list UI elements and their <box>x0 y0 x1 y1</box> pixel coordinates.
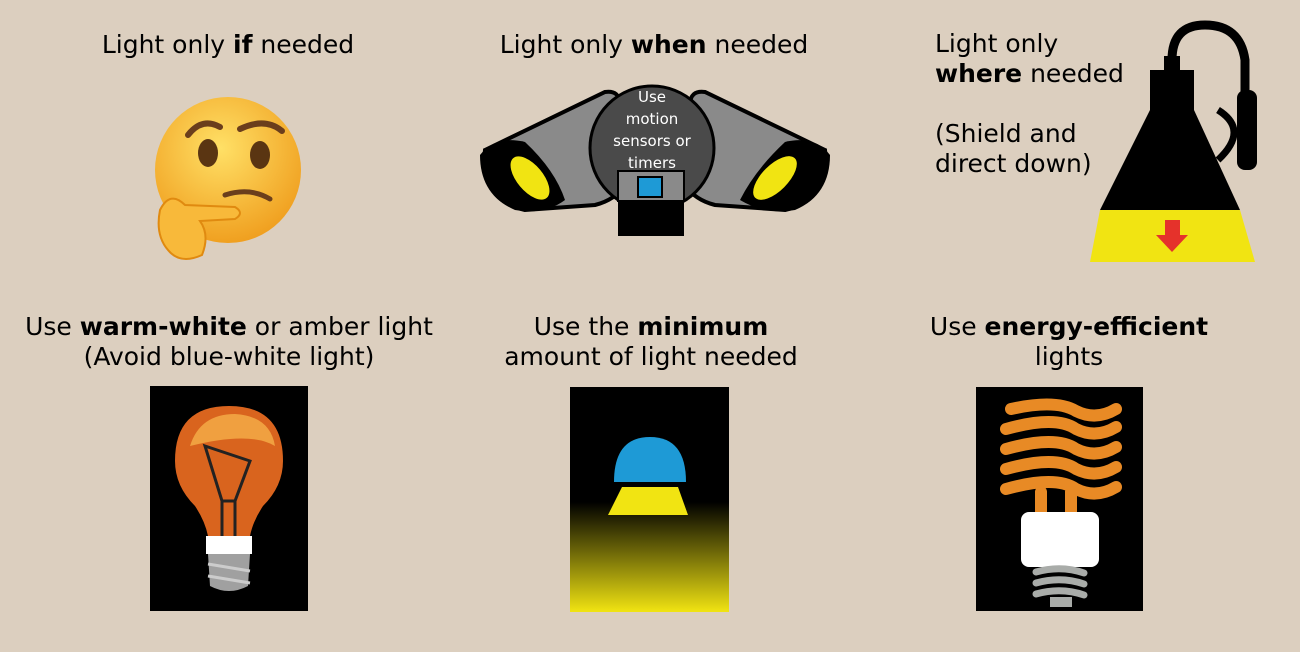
caption-warm-white: Use warm-white or amber light (Avoid blu… <box>25 312 433 372</box>
sensor-text-line: Use <box>637 88 667 106</box>
caption-note: (Shield and <box>935 119 1077 148</box>
caption-text: Use <box>929 312 985 341</box>
caption-text: or amber light <box>246 312 433 341</box>
caption-text: needed <box>252 30 355 59</box>
amber-incandescent-bulb-icon <box>150 386 308 611</box>
shielded-wall-lamp-icon <box>1090 20 1257 262</box>
cfl-bulb-icon <box>976 387 1143 611</box>
caption-text: amount of light needed <box>504 342 798 371</box>
caption-bold: where <box>935 59 1023 88</box>
caption-text: Use <box>25 312 80 341</box>
caption-light-when-needed: Light only when needed <box>500 30 809 60</box>
caption-text: Light only <box>935 29 1059 58</box>
caption-bold: if <box>233 30 253 59</box>
caption-light-where-needed: Light only where needed (Shield and dire… <box>935 29 1124 179</box>
caption-text: needed <box>706 30 809 59</box>
thinking-emoji-icon <box>155 97 301 260</box>
caption-energy-efficient: Use energy-efficient lights <box>930 312 1208 372</box>
caption-bold: energy-efficient <box>984 312 1209 341</box>
caption-minimum-light: Use the minimum amount of light needed <box>504 312 798 372</box>
sensor-text-line: sensors or <box>613 132 691 150</box>
caption-text: (Avoid blue-white light) <box>83 342 375 371</box>
caption-text: Use the <box>533 312 638 341</box>
caption-light-if-needed: Light only if needed <box>102 30 354 60</box>
caption-text: Light only <box>499 30 631 59</box>
motion-sensor-floodlight-icon <box>480 84 830 236</box>
caption-note: direct down) <box>935 149 1092 178</box>
dim-light-fixture-icon <box>570 387 729 612</box>
caption-bold: when <box>630 30 707 59</box>
caption-bold: warm-white <box>79 312 247 341</box>
caption-text: lights <box>1034 342 1104 371</box>
caption-text: Light only <box>101 30 234 59</box>
sensor-text-line: motion <box>625 110 679 128</box>
caption-text: needed <box>1022 59 1124 88</box>
sensor-text-line: timers <box>628 154 676 172</box>
sensor-label: Use motion sensors or timers <box>613 86 691 174</box>
caption-bold: minimum <box>637 312 769 341</box>
